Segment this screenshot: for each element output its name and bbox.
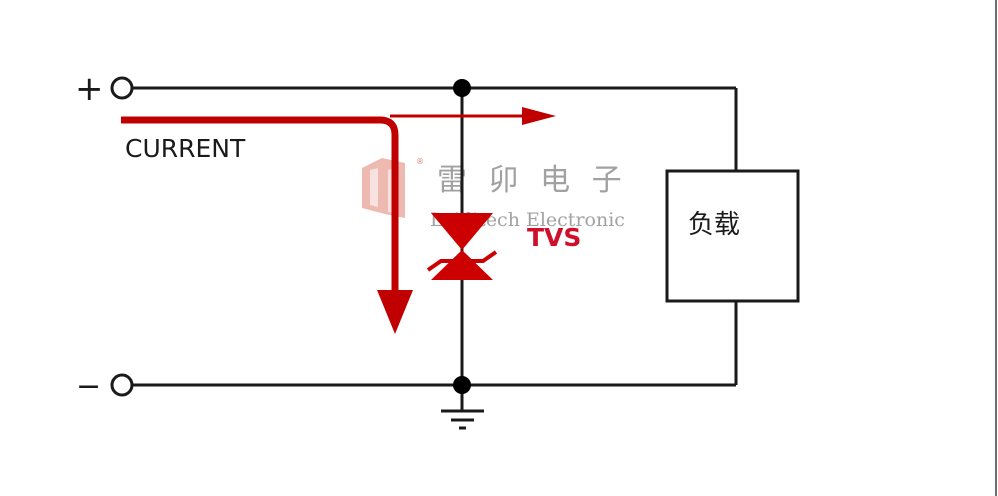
load-label: 负载 [688, 210, 740, 240]
watermark-logo-icon [362, 158, 405, 218]
negative-terminal [110, 373, 134, 397]
positive-sign: + [75, 69, 104, 109]
ground-icon [441, 409, 484, 430]
watermark-registered: ® [416, 157, 424, 166]
positive-terminal [110, 76, 134, 100]
current-path [121, 107, 556, 334]
current-label: CURRENT [125, 134, 246, 163]
load-box [665, 169, 800, 303]
watermark-chinese: 雷 卯 电 子 [437, 163, 628, 198]
current-down-arrowhead [377, 290, 413, 334]
top-junction-dot [453, 79, 471, 97]
tvs-diode-icon [426, 213, 498, 280]
bottom-junction-dot [453, 376, 471, 394]
negative-sign: − [76, 369, 101, 404]
current-right-arrowhead [522, 107, 556, 125]
tvs-label: TVS [527, 223, 581, 252]
window-right-border [995, 0, 997, 496]
current-main-path [121, 116, 399, 295]
